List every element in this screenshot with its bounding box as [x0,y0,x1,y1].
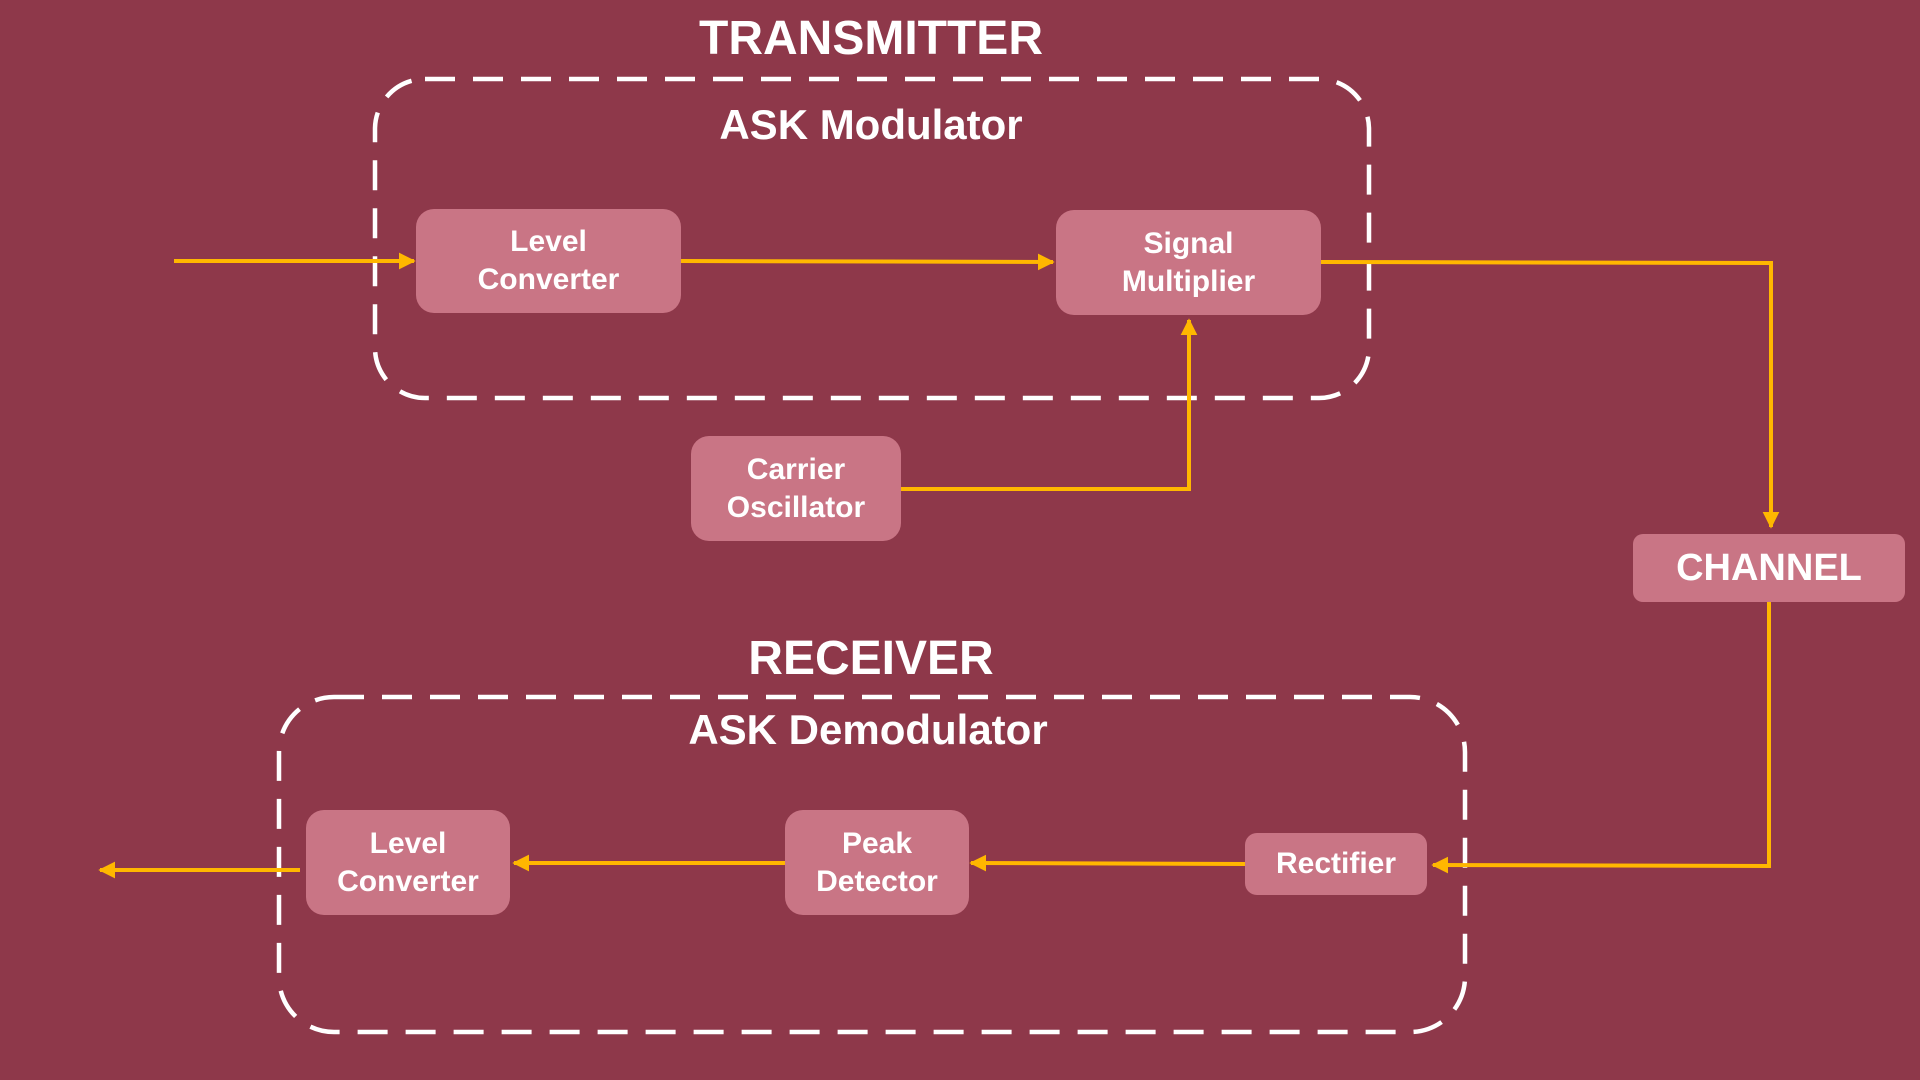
peak-detector-line-2: Detector [816,864,938,898]
rectifier-to-peak-detector-wire [969,854,1246,872]
peak-detector-line-1: Peak [841,826,913,860]
rx-level-converter-line-2: Converter [337,864,479,898]
tx-level-converter-line-1: Level [510,225,587,258]
channel-block: CHANNEL [1633,534,1905,602]
tx-level-converter-block: Level Converter [416,209,681,313]
channel-to-rectifier-wire [1431,602,1771,874]
carrier-oscillator-line-2: Oscillator [726,490,866,524]
modulator-subtitle: ASK Modulator [719,101,1023,148]
level-converter-to-multiplier-wire [680,253,1055,271]
rectifier-label: Rectifier [1275,847,1397,880]
rectifier-block: Rectifier [1245,833,1427,895]
demodulator-subtitle: ASK Demodulator [688,706,1048,753]
multiplier-to-channel-wire [1320,260,1780,529]
receiver-title: RECEIVER [748,632,994,685]
peak-detector-block: Peak Detector [785,810,969,915]
tx-level-converter-line-2: Converter [477,263,620,296]
signal-multiplier-line-1: Signal [1143,226,1234,260]
carrier-to-multiplier-wire [901,318,1198,491]
transmitter-title: TRANSMITTER [699,12,1043,65]
carrier-oscillator-line-1: Carrier [746,452,846,486]
transmitter-modulator-outline [372,76,1372,401]
signal-multiplier-line-2: Multiplier [1121,264,1256,298]
rx-level-converter-block: Level Converter [306,810,510,915]
carrier-oscillator-block: Carrier Oscillator [691,436,901,541]
rx-level-converter-line-1: Level [369,826,447,860]
channel-label: CHANNEL [1676,547,1862,589]
signal-multiplier-block: Signal Multiplier [1056,210,1321,315]
